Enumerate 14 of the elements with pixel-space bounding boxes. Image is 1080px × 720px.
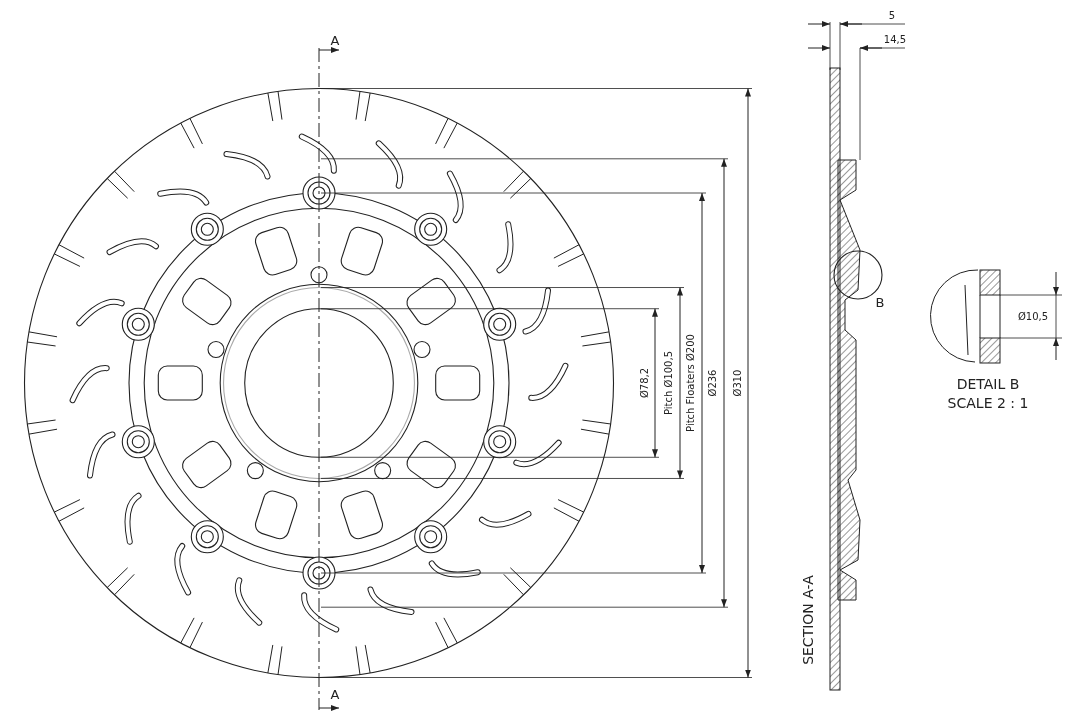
dimension-value: Pitch Ø100,5 bbox=[664, 351, 674, 415]
dimension-value: 5 bbox=[888, 11, 896, 21]
dimension-value: Ø236 bbox=[708, 369, 718, 397]
view-title: DETAIL B bbox=[956, 377, 1020, 391]
dimension-value: Ø310 bbox=[733, 369, 743, 397]
section-mark: A bbox=[330, 687, 340, 701]
dimension-value: 14,5 bbox=[883, 35, 907, 45]
section-mark: A bbox=[330, 33, 340, 47]
dimension-value: Ø10,5 bbox=[1017, 312, 1049, 322]
view-scale: SCALE 2 : 1 bbox=[947, 396, 1029, 410]
dimension-value: Ø78,2 bbox=[640, 367, 650, 399]
detail-mark: B bbox=[875, 295, 885, 309]
view-title: SECTION A-A bbox=[801, 575, 815, 665]
dimension-value: Pitch Floaters Ø200 bbox=[686, 334, 696, 432]
